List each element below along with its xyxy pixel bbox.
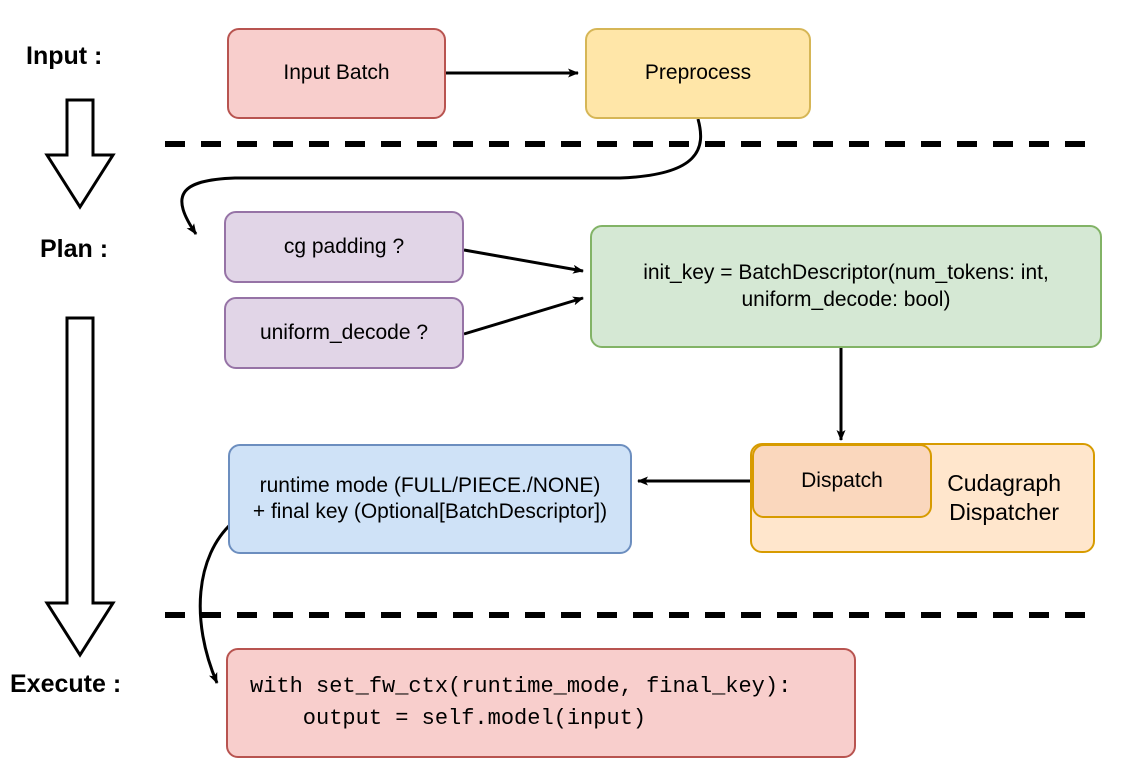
connector-cg-padding-to-init-key <box>463 248 584 274</box>
node-runtime-mode[interactable]: runtime mode (FULL/PIECE./NONE) + final … <box>228 444 632 554</box>
connector-preprocess-to-cg-padding <box>180 118 703 235</box>
node-dispatch-label: Dispatch <box>801 468 883 492</box>
node-input-batch-label: Input Batch <box>283 61 390 85</box>
node-runtime-mode-label: runtime mode (FULL/PIECE./NONE) + final … <box>252 473 608 523</box>
connector-runtime-mode-to-execute-code <box>198 521 234 684</box>
connector-uniform-decode-to-init-key <box>463 296 584 336</box>
node-uniform-decode[interactable]: uniform_decode ? <box>224 297 464 369</box>
node-init-key-label: init_key = BatchDescriptor(num_tokens: i… <box>643 261 1049 311</box>
node-cg-padding-label: cg padding ? <box>283 234 405 258</box>
node-preprocess[interactable]: Preprocess <box>585 28 811 119</box>
node-uniform-decode-label: uniform_decode ? <box>259 320 429 344</box>
node-execute-code[interactable]: with set_fw_ctx(runtime_mode, final_key)… <box>226 648 856 758</box>
node-init-key[interactable]: init_key = BatchDescriptor(num_tokens: i… <box>590 225 1102 348</box>
node-cudagraph-dispatcher-label: Cudagraph Dispatcher <box>947 470 1061 525</box>
node-execute-code-label: with set_fw_ctx(runtime_mode, final_key)… <box>250 674 792 731</box>
stage-label-input: Input : <box>26 42 103 70</box>
node-dispatch[interactable]: Dispatch <box>752 444 932 518</box>
stage-label-execute: Execute : <box>10 670 122 698</box>
node-cg-padding[interactable]: cg padding ? <box>224 211 464 283</box>
block-arrow-input-to-plan-icon <box>44 98 116 210</box>
stage-label-plan: Plan : <box>40 235 109 263</box>
block-arrow-plan-to-execute-icon <box>44 316 116 658</box>
node-preprocess-label: Preprocess <box>644 61 752 85</box>
node-input-batch[interactable]: Input Batch <box>227 28 446 119</box>
